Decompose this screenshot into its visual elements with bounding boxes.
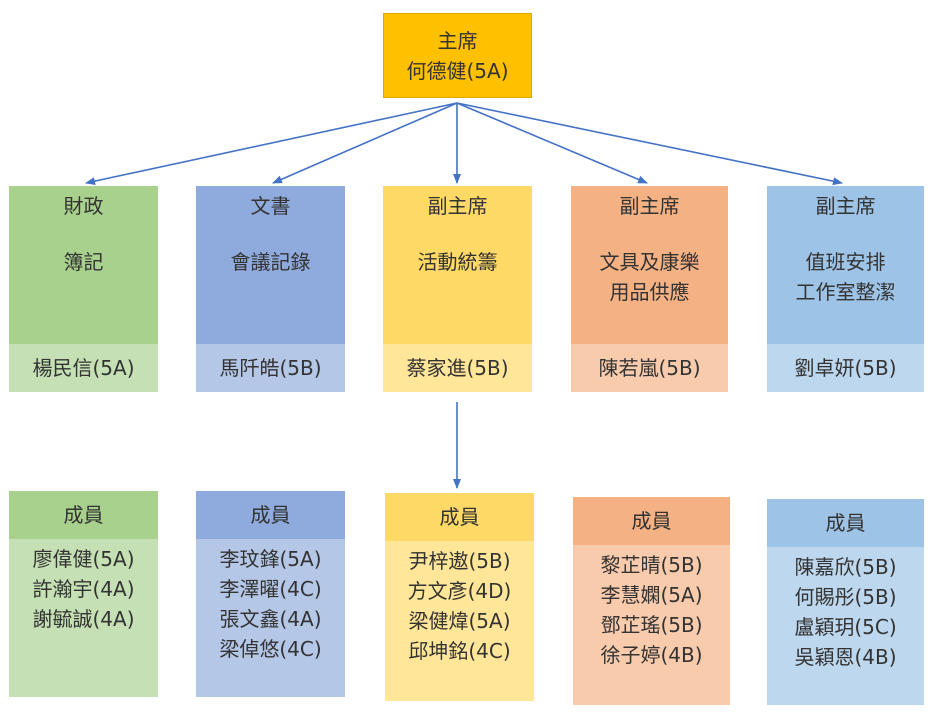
role-title: 副主席 (815, 194, 876, 218)
role-duty: 簿記 (63, 250, 104, 274)
members-title: 成員 (825, 511, 866, 535)
vice-chair-supplies-members-header: 成員 (573, 497, 730, 545)
role-title: 副主席 (619, 194, 680, 218)
secretary-role-box: 文書 會議記錄 (196, 186, 345, 346)
members-title: 成員 (631, 509, 672, 533)
member-name: 邱坤銘(4C) (408, 639, 511, 663)
role-title: 文書 (250, 194, 291, 218)
member-name: 吳穎恩(4B) (794, 645, 897, 669)
arrow-to-vice-chair-supplies (456, 102, 648, 184)
member-name: 徐子婷(4B) (600, 643, 703, 667)
vice-chair-duty-members-list: 陳嘉欣(5B) 何賜彤(5B) 盧穎玥(5C) 吳穎恩(4B) (767, 547, 924, 705)
member-name: 梁倬悠(4C) (219, 637, 322, 661)
member-name: 鄧芷瑤(5B) (600, 613, 703, 637)
chairman-title: 主席 (437, 28, 478, 53)
member-name: 尹梓遨(5B) (408, 549, 511, 573)
members-title: 成員 (250, 503, 291, 527)
member-name: 盧穎玥(5C) (794, 615, 897, 639)
vice-chair-duty-role-box: 副主席 值班安排 工作室整潔 (767, 186, 924, 346)
member-name: 方文彥(4D) (407, 579, 512, 603)
finance-role-box: 財政 簿記 (9, 186, 158, 346)
member-name: 李玟鋒(5A) (219, 547, 322, 571)
chairman-box: 主席 何德健(5A) (383, 13, 532, 98)
arrow-to-secretary (272, 102, 458, 184)
vice-chair-activities-members-list: 尹梓遨(5B) 方文彥(4D) 梁健煒(5A) 邱坤銘(4C) (385, 541, 534, 701)
secretary-lead-box: 馬阡皓(5B) (196, 344, 345, 392)
members-title: 成員 (63, 503, 104, 527)
role-duty: 用品供應 (609, 280, 690, 304)
vice-chair-duty-lead-box: 劉卓妍(5B) (767, 344, 924, 392)
arrow-to-vice-chair-duty (456, 102, 843, 186)
member-name: 陳嘉欣(5B) (794, 555, 897, 579)
role-title: 財政 (63, 194, 104, 218)
role-lead-name: 楊民信(5A) (32, 356, 135, 380)
role-lead-name: 劉卓妍(5B) (794, 356, 897, 380)
finance-members-list: 廖偉健(5A) 許瀚宇(4A) 謝毓誠(4A) (9, 539, 158, 697)
role-duty: 活動統籌 (417, 250, 498, 274)
finance-lead-box: 楊民信(5A) (9, 344, 158, 392)
vice-chair-supplies-members-list: 黎芷晴(5B) 李慧嫻(5A) 鄧芷瑤(5B) 徐子婷(4B) (573, 545, 730, 705)
member-name: 廖偉健(5A) (32, 547, 135, 571)
role-title: 副主席 (427, 194, 488, 218)
vice-chair-supplies-role-box: 副主席 文具及康樂 用品供應 (571, 186, 728, 346)
role-lead-name: 馬阡皓(5B) (219, 356, 322, 380)
member-name: 李澤曜(4C) (219, 577, 322, 601)
vice-chair-duty-members-header: 成員 (767, 499, 924, 547)
member-name: 何賜彤(5B) (794, 585, 897, 609)
arrow-to-finance (85, 102, 458, 186)
vice-chair-activities-role-box: 副主席 活動統籌 (383, 186, 532, 346)
member-name: 謝毓誠(4A) (32, 607, 135, 631)
role-lead-name: 陳若嵐(5B) (598, 356, 701, 380)
vice-chair-activities-members-header: 成員 (385, 493, 534, 541)
member-name: 李慧嫻(5A) (600, 583, 703, 607)
secretary-members-list: 李玟鋒(5A) 李澤曜(4C) 張文鑫(4A) 梁倬悠(4C) (196, 539, 345, 697)
chairman-name: 何德健(5A) (406, 58, 509, 83)
member-name: 黎芷晴(5B) (600, 553, 703, 577)
role-duty: 工作室整潔 (795, 280, 896, 304)
role-duty: 值班安排 (805, 250, 886, 274)
member-name: 梁健煒(5A) (408, 609, 511, 633)
secretary-members-header: 成員 (196, 491, 345, 539)
role-duty: 文具及康樂 (599, 250, 700, 274)
role-lead-name: 蔡家進(5B) (406, 356, 509, 380)
member-name: 許瀚宇(4A) (32, 577, 135, 601)
vice-chair-supplies-lead-box: 陳若嵐(5B) (571, 344, 728, 392)
finance-members-header: 成員 (9, 491, 158, 539)
members-title: 成員 (439, 505, 480, 529)
member-name: 張文鑫(4A) (219, 607, 322, 631)
role-duty: 會議記錄 (230, 250, 311, 274)
vice-chair-activities-lead-box: 蔡家進(5B) (383, 344, 532, 392)
